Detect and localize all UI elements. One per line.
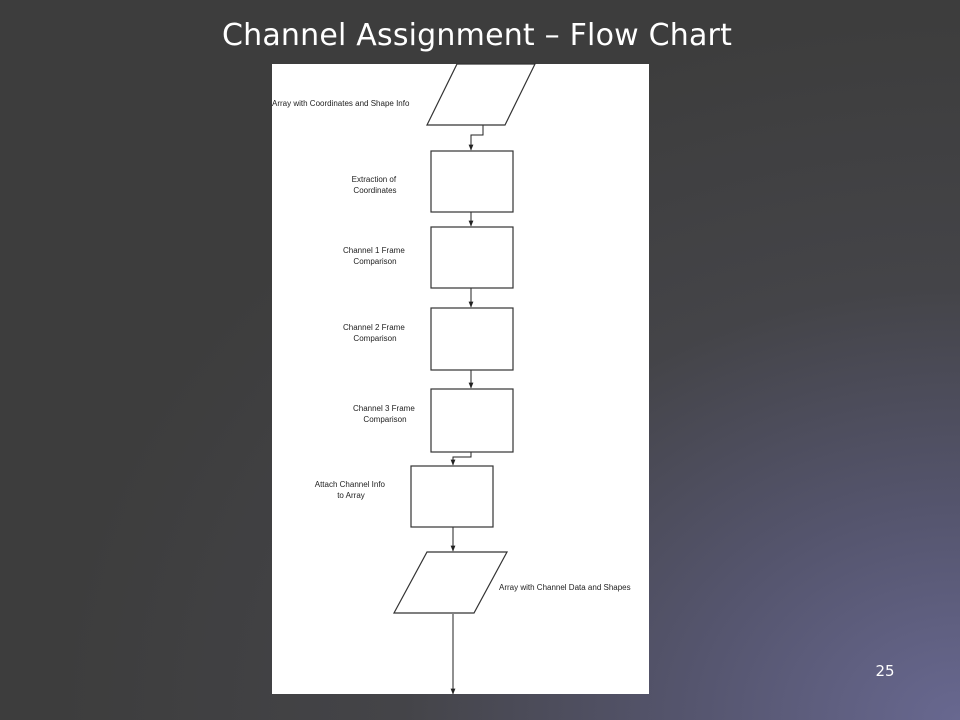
extraction-label-line-1: Extraction of: [352, 175, 397, 184]
input-data-shape: [426, 63, 536, 126]
attach-label-line-2: to Array: [337, 491, 365, 500]
channel3-label-line-2: Comparison: [363, 415, 406, 424]
attach-channel-info-label: Attach Channel Info to Array: [315, 480, 388, 500]
channel1-comparison-box: [430, 226, 514, 289]
attach-channel-info-box: [410, 465, 494, 528]
channel3-comparison-box: [430, 388, 514, 453]
output-data-label: Array with Channel Data and Shapes: [499, 583, 631, 592]
channel2-comparison-box: [430, 307, 514, 371]
page-number: 25: [875, 662, 895, 680]
extraction-process-box: [430, 150, 514, 213]
channel1-label-line-1: Channel 1 Frame: [343, 246, 405, 255]
channel1-label-line-2: Comparison: [353, 257, 396, 266]
connector-channel3-to-attach: [450, 452, 472, 466]
channel2-comparison-label: Channel 2 Frame Comparison: [343, 323, 407, 343]
flowchart-panel: Array with Coordinates and Shape Info Ex…: [272, 63, 649, 695]
flowchart-diagram: Array with Coordinates and Shape Info Ex…: [272, 63, 631, 695]
channel3-label-line-1: Channel 3 Frame: [353, 404, 415, 413]
extraction-process-label: Extraction of Coordinates: [352, 175, 399, 195]
connector-input-to-extraction: [468, 125, 484, 151]
output-data-shape: [392, 551, 509, 614]
channel2-label-line-1: Channel 2 Frame: [343, 323, 405, 332]
extraction-label-line-2: Coordinates: [353, 186, 396, 195]
output-label-line-1: Array with Channel Data and Shapes: [499, 583, 631, 592]
channel2-label-line-2: Comparison: [353, 334, 396, 343]
input-data-label: Array with Coordinates and Shape Info: [272, 99, 410, 108]
slide-title: Channel Assignment – Flow Chart: [221, 18, 733, 53]
attach-label-line-1: Attach Channel Info: [315, 480, 386, 489]
channel3-comparison-label: Channel 3 Frame Comparison: [353, 404, 417, 424]
channel1-comparison-label: Channel 1 Frame Comparison: [343, 246, 407, 266]
